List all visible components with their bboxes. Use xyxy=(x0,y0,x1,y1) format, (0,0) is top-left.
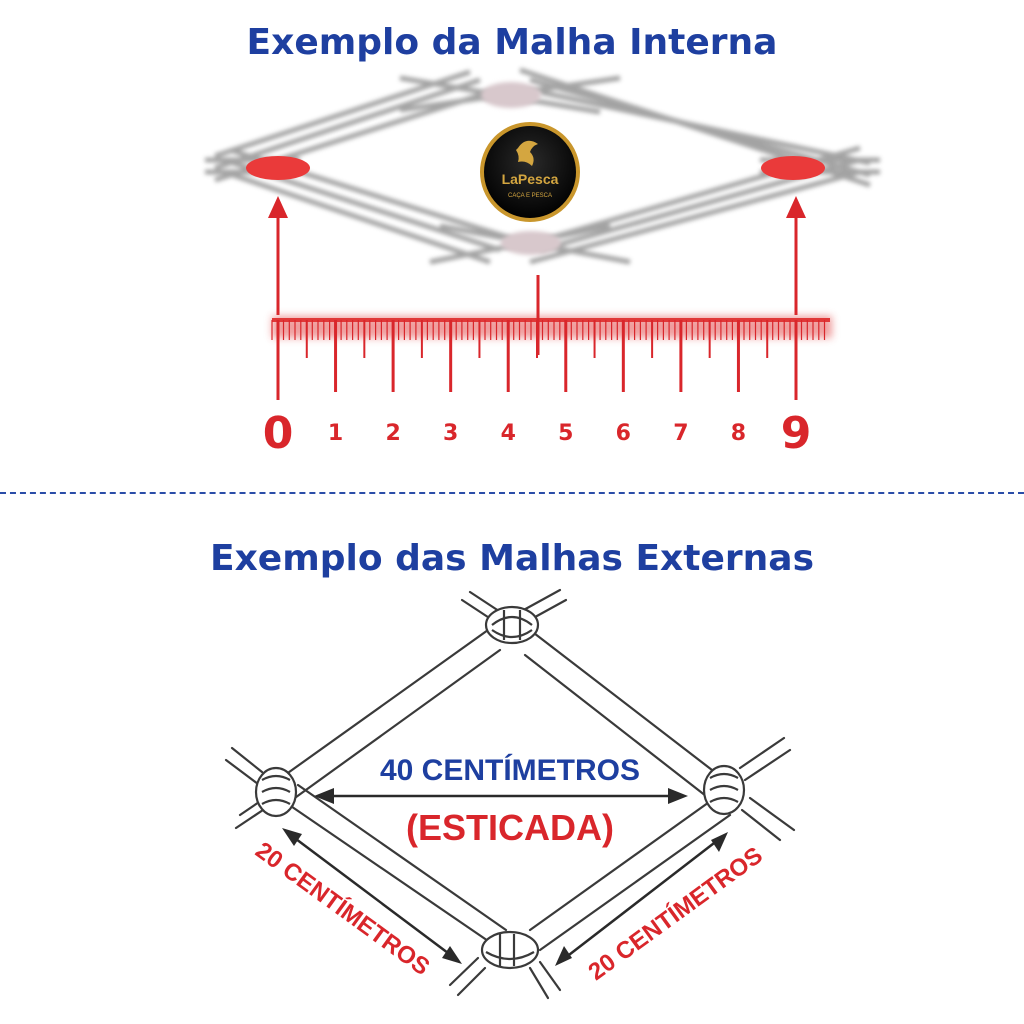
ruler-label: 2 xyxy=(385,421,400,446)
right-arrow-up xyxy=(786,196,806,315)
bottom-section-title: Exemplo das Malhas Externas xyxy=(209,538,815,579)
logo-brand: LaPesca xyxy=(502,171,559,187)
diagonal-label: 40 CENTÍMETROS xyxy=(380,753,640,787)
ruler-label: 6 xyxy=(616,421,631,446)
section-divider xyxy=(0,492,1024,494)
lapesca-logo: LaPesca CAÇA E PESCA xyxy=(480,122,580,222)
top-section-title: Exemplo da Malha Interna xyxy=(246,22,778,63)
bottom-knot xyxy=(501,231,561,255)
ruler-label: 7 xyxy=(673,421,688,446)
ruler-label: 4 xyxy=(501,421,516,446)
stretched-label: (ESTICADA) xyxy=(406,807,614,848)
logo-tagline: CAÇA E PESCA xyxy=(508,193,552,199)
top-knot xyxy=(481,82,541,108)
left-measure-knot xyxy=(246,156,310,180)
ruler-baseline xyxy=(272,318,830,322)
right-side-label: 20 CENTÍMETROS xyxy=(583,841,768,986)
ruler-label: 9 xyxy=(781,408,812,459)
ruler-label: 5 xyxy=(558,421,573,446)
dolphin-icon xyxy=(516,140,538,166)
right-measure-knot xyxy=(761,156,825,180)
left-side-measure-arrow xyxy=(282,828,462,964)
diagonal-measure-arrow xyxy=(314,788,688,804)
ruler-label: 0 xyxy=(263,408,294,459)
knot-top xyxy=(484,605,540,645)
ruler-label: 3 xyxy=(443,421,458,446)
left-arrow-up xyxy=(268,196,288,315)
ruler-label: 1 xyxy=(328,421,343,446)
measure-arrows xyxy=(268,196,806,315)
outer-knots xyxy=(254,605,746,970)
left-side-label: 20 CENTÍMETROS xyxy=(250,836,435,981)
knot-right xyxy=(702,764,746,816)
right-side-measure-arrow xyxy=(555,832,728,966)
knot-left xyxy=(254,766,298,818)
ruler: 0 1 2 3 4 5 6 7 8 9 xyxy=(263,275,832,459)
ruler-label: 8 xyxy=(731,421,746,446)
knot-bottom xyxy=(480,930,540,970)
